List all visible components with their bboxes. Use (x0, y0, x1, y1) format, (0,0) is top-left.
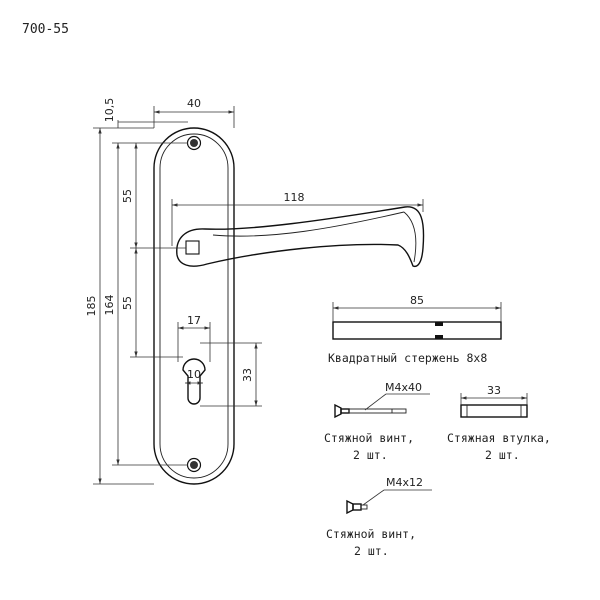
keyhole (182, 358, 206, 405)
handle-lever (176, 206, 425, 268)
long-screw-caption-line1: Стяжной винт, (324, 431, 414, 445)
handle-length-label: 118 (284, 191, 305, 204)
spindle-hole (185, 240, 200, 255)
plate-upper-gap-label: 55 (121, 189, 134, 203)
long-screw (334, 403, 407, 419)
plate-screw-bottom (186, 457, 202, 473)
plate-width-label: 40 (187, 97, 201, 110)
sleeve-caption-line2: 2 шт. (485, 448, 520, 462)
long-screw-size-label: M4x40 (385, 381, 422, 394)
spindle-caption: Квадратный стержень 8x8 (328, 351, 487, 365)
plate-total-height-label: 185 (85, 296, 98, 317)
keyhole-height-label: 33 (241, 368, 254, 382)
short-screw-caption-line1: Стяжной винт, (326, 527, 416, 541)
plate-outer (153, 127, 235, 485)
plate-top-offset-label: 10,5 (103, 98, 116, 123)
short-screw-size-label: M4x12 (386, 476, 423, 489)
door-plate (153, 127, 235, 485)
keyhole-inner-label: 10 (187, 368, 201, 381)
plate-inner (159, 133, 229, 479)
short-screw-caption-line2: 2 шт. (354, 544, 389, 558)
short-screw (346, 499, 368, 515)
plate-screw-top (186, 135, 202, 151)
long-screw-caption-line2: 2 шт. (353, 448, 388, 462)
spindle-length-label: 85 (410, 294, 424, 307)
model-code: 700-55 (22, 22, 69, 37)
connecting-sleeve (460, 404, 528, 418)
plate-lower-gap-label: 55 (121, 296, 134, 310)
plate-screw-pitch-label: 164 (103, 295, 116, 316)
keyhole-width-label: 17 (187, 314, 201, 327)
sleeve-caption-line1: Стяжная втулка, (447, 431, 551, 445)
square-spindle (332, 321, 502, 340)
sleeve-length-label: 33 (487, 384, 501, 397)
